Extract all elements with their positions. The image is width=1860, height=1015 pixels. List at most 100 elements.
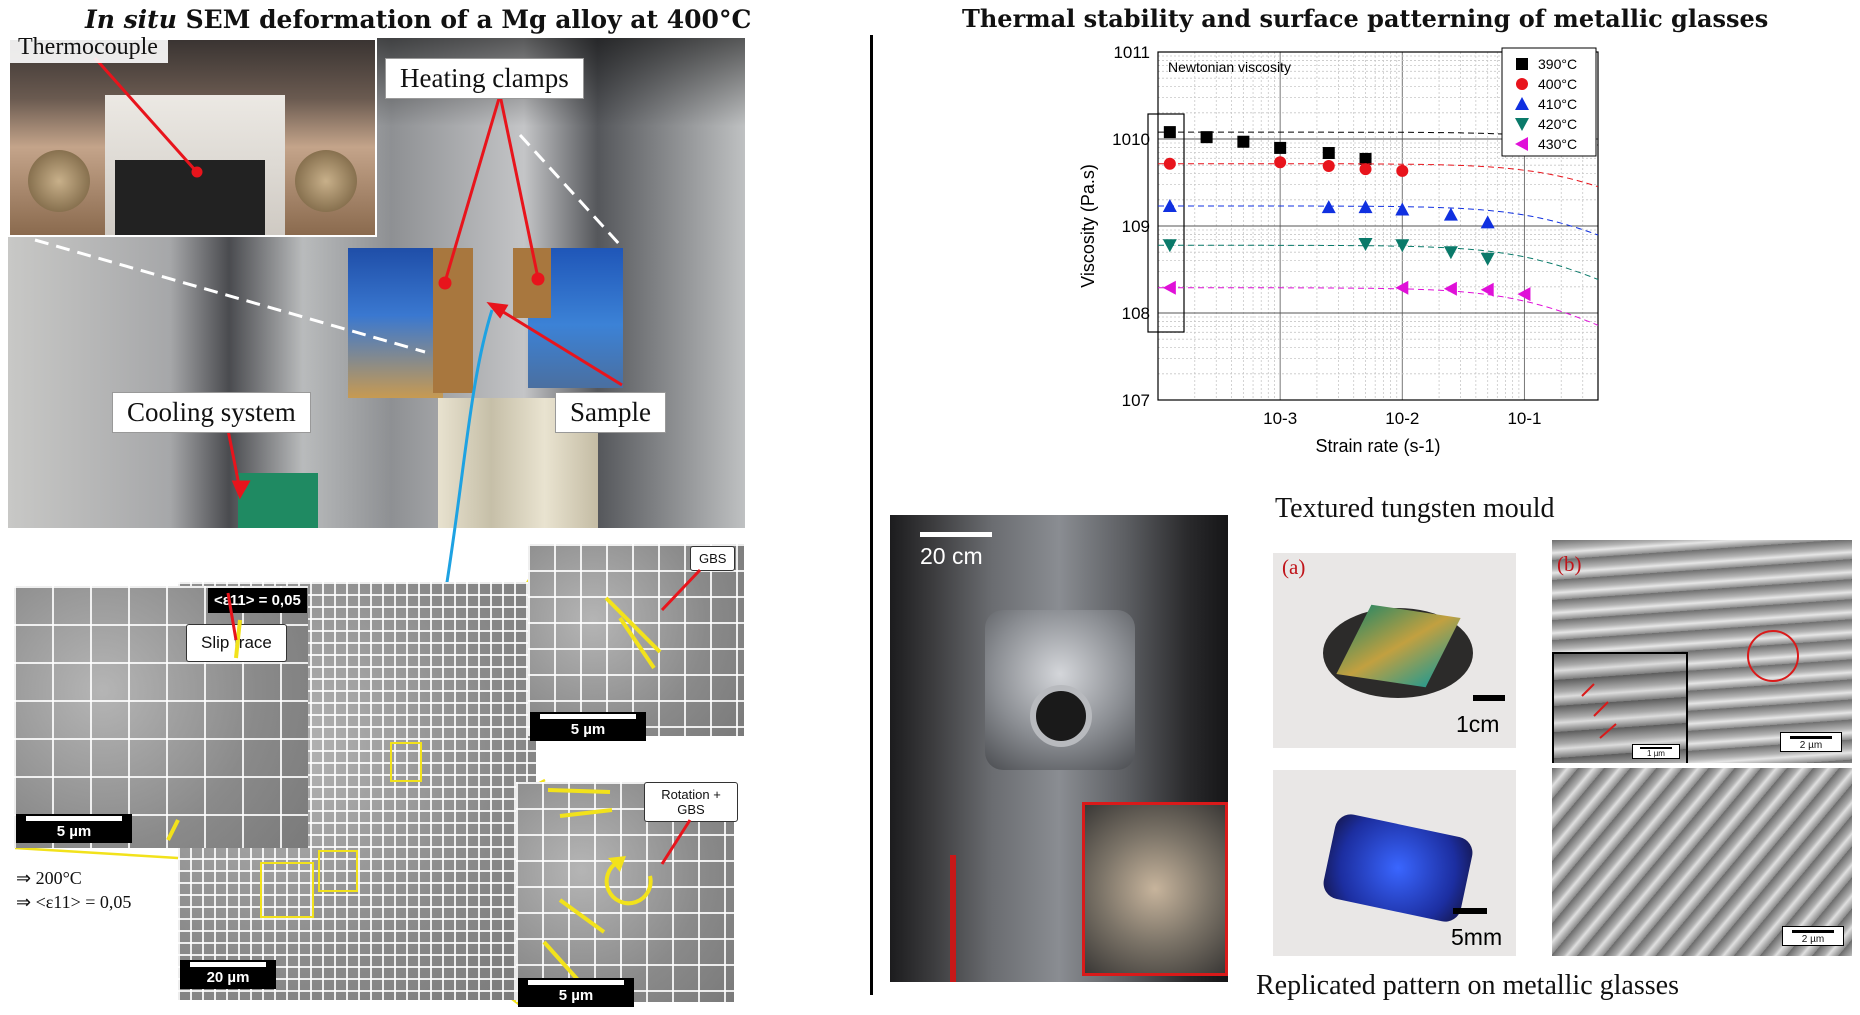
gbs-arrow-2 — [618, 616, 656, 670]
condition-strain: ⇒ <ε11> = 0,05 — [16, 892, 132, 912]
scale-bar-20um-text: 20 µm — [206, 969, 250, 986]
scale-bar-5mm-text: 5mm — [1451, 924, 1503, 950]
panel-a-label: (a) — [1282, 555, 1306, 579]
callout-cooling-system: Cooling system — [112, 392, 311, 433]
plot-frame — [1157, 51, 1599, 401]
callout-heating-clamps: Heating clamps — [385, 58, 584, 99]
arrow-clamp-right-head — [531, 272, 545, 286]
scale-bar-bottomright-text: 5 µm — [558, 987, 594, 1004]
green-block — [238, 473, 318, 528]
y-tick-label: 107 — [1122, 391, 1150, 410]
zoom-box-2 — [260, 862, 314, 918]
scale-bar-left-line — [26, 816, 122, 821]
fit-curve-390°C — [1158, 131, 1599, 146]
strain-badge: <ε11> = 0,05 — [208, 588, 307, 613]
rot-arrow-2 — [559, 808, 613, 818]
inset-1um-line — [1640, 747, 1672, 749]
red-cable — [950, 855, 956, 982]
legend-marker-400°C — [1516, 78, 1528, 90]
scale-bar-20cm-text: 20 cm — [920, 543, 983, 569]
replicated-pattern-label: Replicated pattern on metallic glasses — [1256, 970, 1679, 1001]
data-point-390°C — [1322, 147, 1335, 160]
heating-plate-left — [348, 248, 443, 398]
x-axis-label: Strain rate (s-1) — [1315, 436, 1440, 456]
data-point-420°C — [1162, 239, 1177, 253]
dashed-line-left — [34, 238, 426, 354]
arrow-clamp-right — [498, 94, 540, 279]
data-point-430°C — [1480, 282, 1494, 297]
left-title-italic: In situ — [85, 5, 177, 34]
inset-arrow-1 — [1581, 683, 1595, 697]
legend-marker-410°C — [1515, 97, 1529, 110]
scale-bar-20cm: 20 cm — [920, 532, 1000, 570]
inset-screw-right — [295, 150, 357, 212]
data-point-390°C — [1359, 152, 1372, 165]
arrow-clamp-left — [443, 94, 502, 283]
rot-arrow-4 — [542, 940, 580, 982]
slip-red-arrow — [226, 592, 238, 641]
data-point-430°C — [1395, 280, 1409, 295]
scale-bar-topright-5um: 5 µm — [530, 712, 646, 741]
newtonian-box — [1147, 113, 1185, 333]
scale-bar-20um: 20 µm — [180, 960, 276, 989]
data-point-400°C — [1396, 164, 1409, 177]
replica-photo: 5mm — [1273, 770, 1516, 956]
rotation-arrow-head — [608, 856, 626, 872]
replica-sem-2um-line — [1792, 930, 1834, 933]
replica-sem-2um-text: 2 µm — [1801, 934, 1825, 945]
x-tick-label: 10-3 — [1263, 409, 1297, 428]
y-axis-label: Viscosity (Pa.s) — [1078, 164, 1098, 288]
left-title: In situ SEM deformation of a Mg alloy at… — [85, 5, 751, 34]
arrow-cooling — [226, 429, 242, 491]
newtonian-annotation: Newtonian viscosity — [1168, 59, 1291, 75]
panel-b-label: (b) — [1557, 552, 1582, 576]
y-tick-label: 109 — [1122, 217, 1150, 236]
data-point-420°C — [1395, 239, 1410, 253]
scale-bar-5mm-line — [1453, 908, 1487, 914]
data-point-410°C — [1321, 200, 1336, 214]
clamp-left — [433, 248, 473, 393]
y-tick-label: 108 — [1122, 304, 1150, 323]
rotation-gbs-label: Rotation + GBS — [644, 782, 738, 822]
fit-curve-400°C — [1158, 163, 1599, 188]
data-point-410°C — [1358, 200, 1373, 214]
y-tick-label: 1010 — [1112, 130, 1150, 149]
arrow-cooling-head — [231, 480, 251, 500]
data-point-430°C — [1162, 280, 1176, 295]
scale-bar-1cm-text: 1cm — [1456, 711, 1500, 737]
inset-arrow-3 — [1599, 723, 1617, 739]
inset-sample — [115, 160, 265, 235]
inset-screw-left — [28, 150, 90, 212]
data-point-430°C — [1517, 287, 1531, 302]
equipment-photo — [890, 515, 1228, 982]
scale-bar-left-5um: 5 µm — [16, 814, 132, 843]
fit-curve-410°C — [1158, 205, 1599, 236]
legend-marker-390°C — [1516, 58, 1528, 70]
mould-sem-circle — [1747, 630, 1799, 682]
textured-mould-label: Textured tungsten mould — [1275, 493, 1555, 524]
scale-bar-left-text: 5 µm — [56, 823, 92, 840]
data-point-420°C — [1443, 246, 1458, 260]
inset-arrow-2 — [1593, 701, 1609, 717]
data-point-410°C — [1162, 198, 1177, 212]
slip-arrow — [234, 619, 242, 659]
sem-annotations — [166, 568, 702, 982]
callout-thermocouple: Thermocouple — [8, 32, 168, 63]
data-point-420°C — [1480, 252, 1495, 266]
legend-label: 420°C — [1538, 116, 1577, 132]
scale-bar-bottomright-line — [528, 980, 624, 985]
arrow-clamp-left-head — [438, 276, 452, 290]
arrow-sample — [499, 308, 623, 387]
mould-sem-arrows — [1581, 683, 1617, 739]
sem-b-2um-text: 2 µm — [1799, 740, 1823, 751]
replica-sem: 2 µm — [1552, 768, 1852, 956]
replica-sem-2um-scale: 2 µm — [1782, 926, 1844, 946]
mould-photo-a: 1cm — [1273, 553, 1516, 748]
rotation-red-arrow — [660, 819, 692, 865]
sem-b-2um-line — [1790, 736, 1832, 739]
left-title-rest: SEM deformation of a Mg alloy at 400°C — [185, 5, 752, 34]
gbs-red-arrow — [660, 568, 702, 612]
scale-bar-topright-text: 5 µm — [570, 721, 606, 738]
fit-curve-430°C — [1158, 287, 1599, 326]
x-tick-label: 10-2 — [1385, 409, 1419, 428]
